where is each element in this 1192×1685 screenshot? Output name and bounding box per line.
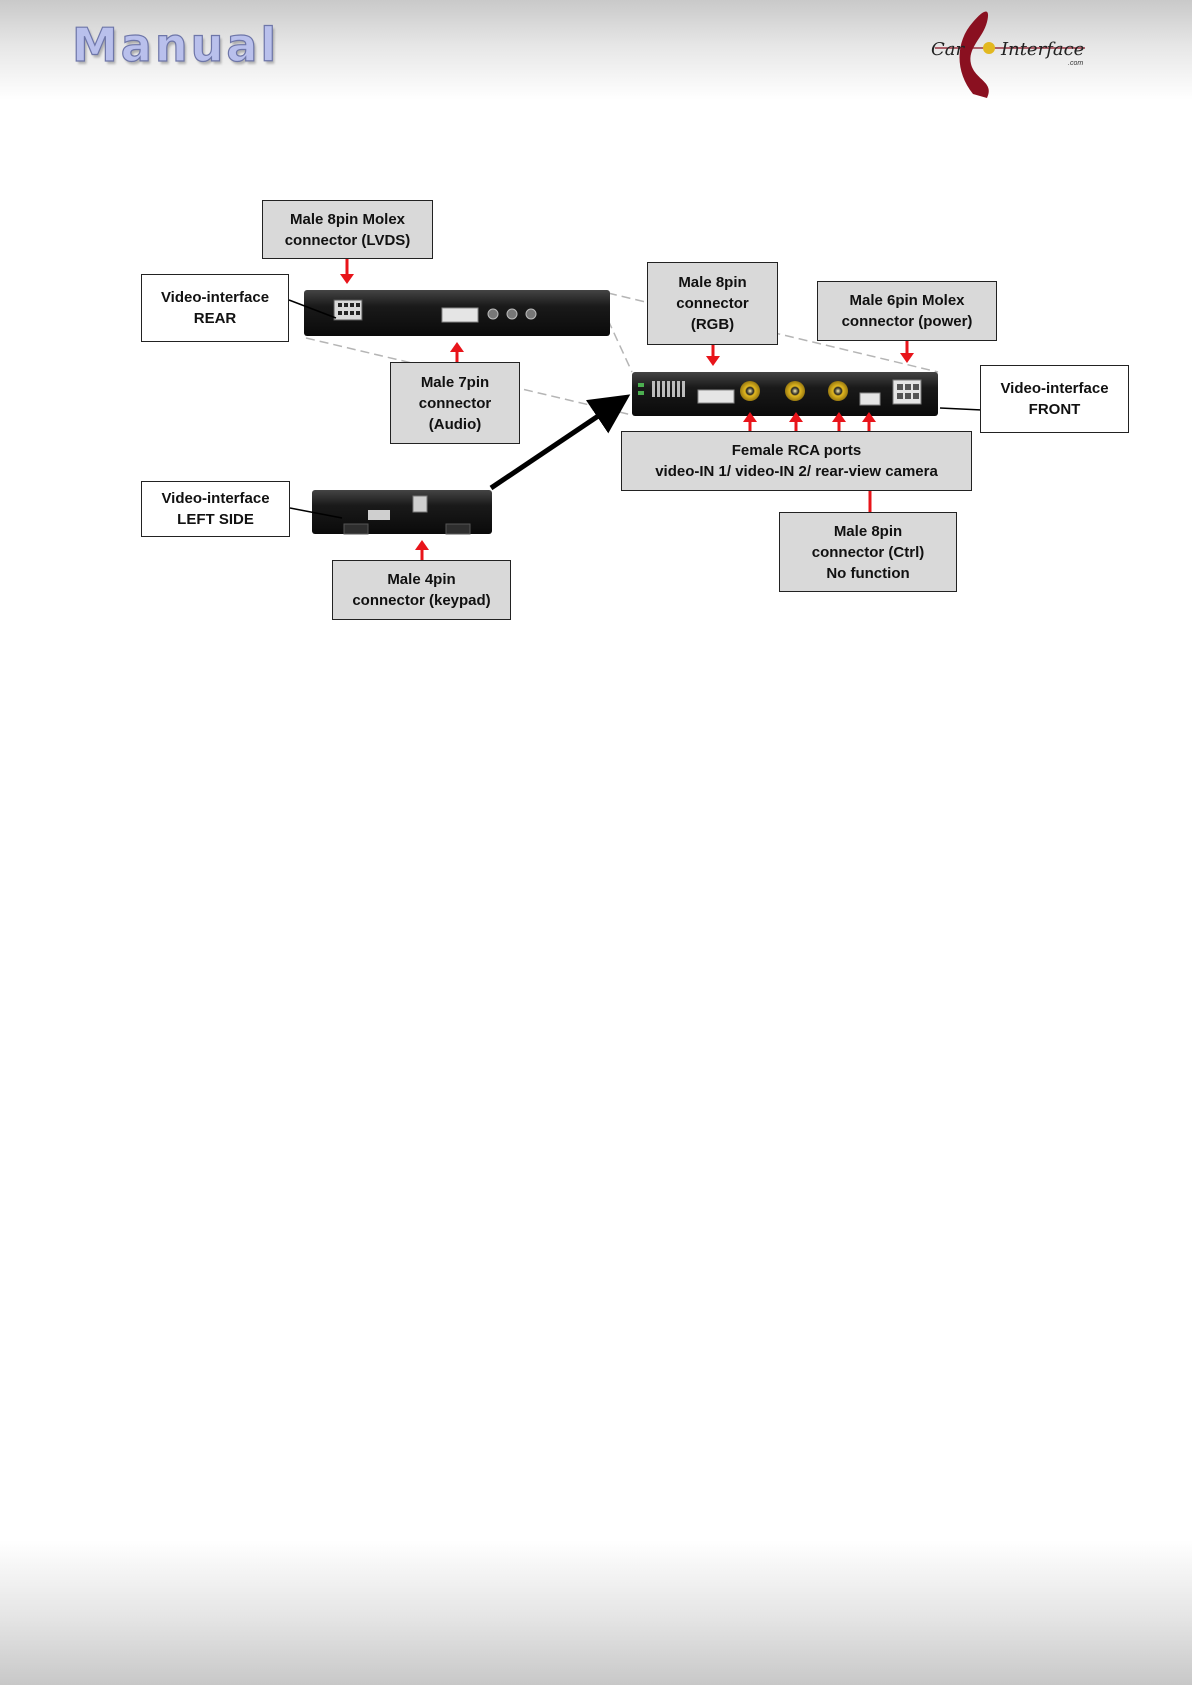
- label-lvds-connector: Male 8pin Molex connector (LVDS): [262, 200, 433, 259]
- label-keypad-connector: Male 4pin connector (keypad): [332, 560, 511, 620]
- front-device: [632, 372, 938, 416]
- label-line: connector (LVDS): [284, 231, 411, 249]
- leader-lines: [288, 299, 983, 519]
- label-line: Video-interface: [160, 289, 270, 306]
- connector-diagram: [288, 259, 983, 560]
- label-line: No function: [826, 564, 910, 582]
- label-line: (Audio): [428, 415, 482, 433]
- rca-port: [828, 381, 848, 401]
- label-video-interface-rear: Video-interface REAR: [141, 274, 289, 342]
- label-ctrl-connector: Male 8pin connector (Ctrl) No function: [779, 512, 957, 592]
- red-arrow-rca-3: [832, 412, 846, 431]
- label-line: Male 7pin: [420, 373, 490, 391]
- label-rca-ports: Female RCA ports video-IN 1/ video-IN 2/…: [621, 431, 972, 491]
- rca-port: [740, 381, 760, 401]
- label-line: FRONT: [1028, 401, 1081, 418]
- label-video-interface-left-side: Video-interface LEFT SIDE: [141, 481, 290, 537]
- leader-line: [288, 299, 337, 319]
- logo-text-car: Car: [931, 39, 965, 60]
- label-line: connector: [418, 394, 492, 412]
- label-rgb-connector: Male 8pin connector (RGB): [647, 262, 778, 345]
- red-arrow-lvds: [340, 259, 354, 284]
- rca-port: [785, 381, 805, 401]
- label-power-connector: Male 6pin Molex connector (power): [817, 281, 997, 341]
- label-line: LEFT SIDE: [177, 511, 254, 528]
- label-line: Video-interface: [1000, 380, 1109, 397]
- label-line: connector (keypad): [352, 592, 491, 609]
- red-arrow-rca-2: [789, 412, 803, 431]
- label-line: connector: [676, 295, 749, 312]
- logo-text-interface: Interface: [1001, 39, 1085, 60]
- logo-swoosh-icon: [935, 11, 1085, 99]
- red-arrow-rgb: [706, 345, 720, 366]
- leader-line: [939, 407, 983, 411]
- label-line: Male 6pin Molex: [849, 292, 965, 309]
- carinterface-logo: Car Interface .com: [925, 2, 1095, 102]
- label-line: video-IN 1/ video-IN 2/ rear-view camera: [655, 463, 938, 480]
- projection-line: [607, 319, 633, 373]
- label-audio-connector: Male 7pin connector (Audio): [390, 362, 520, 444]
- label-line: (RGB): [690, 316, 735, 333]
- label-line: Male 8pin: [833, 522, 903, 540]
- label-line: Video-interface: [161, 490, 270, 507]
- manual-title: Manual: [71, 17, 280, 72]
- logo-text-com: .com: [1068, 60, 1084, 67]
- label-line: Male 4pin: [387, 571, 456, 588]
- red-arrow-audio: [450, 342, 464, 362]
- rear-device: [304, 290, 610, 336]
- red-arrow-rca-1: [743, 412, 757, 431]
- red-arrow-ctrl-connector: [862, 412, 876, 431]
- label-line: connector (Ctrl): [811, 543, 925, 561]
- red-arrow-keypad: [415, 540, 429, 560]
- label-video-interface-front: Video-interface FRONT: [980, 365, 1129, 433]
- red-arrow-power: [900, 341, 914, 363]
- black-arrow: [489, 394, 631, 491]
- leader-line: [289, 507, 343, 519]
- label-line: Male 8pin Molex: [289, 210, 406, 228]
- red-arrows: [340, 259, 914, 560]
- label-line: Female RCA ports: [731, 442, 862, 459]
- label-line: REAR: [193, 310, 237, 327]
- label-line: connector (power): [841, 313, 973, 330]
- footer-band: [0, 1540, 1192, 1685]
- left-side-device: [312, 490, 492, 535]
- label-line: Male 8pin: [678, 274, 747, 291]
